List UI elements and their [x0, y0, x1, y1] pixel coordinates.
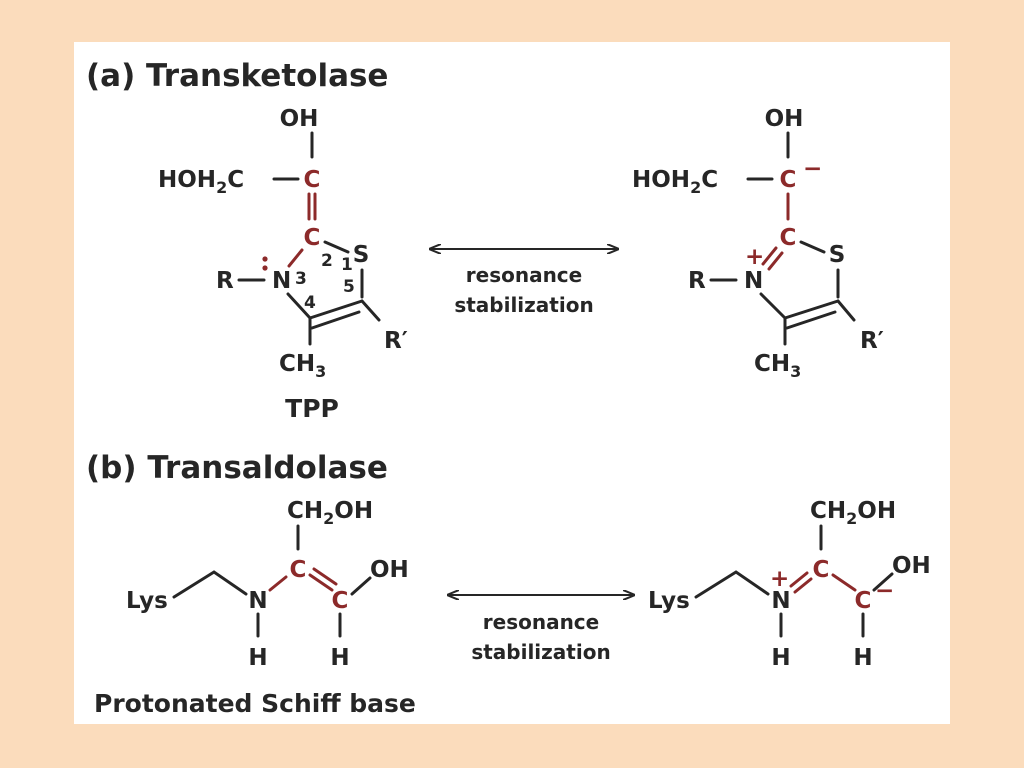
bond-c4-c5	[308, 299, 364, 320]
panel-b: (b) Transaldolase CH2OH C C OH H N H Lys…	[86, 450, 931, 718]
ring-number-1: 1	[341, 255, 353, 275]
hydroxymethyl-label: HOH2C	[158, 167, 244, 197]
ring-number-5: 5	[343, 277, 355, 297]
tpp-structure-right: OH HOH2C C − C S + N R R′ CH3	[632, 106, 884, 381]
nitrogen-label-right: N	[744, 268, 763, 294]
bond-c4-c5-double	[310, 310, 361, 330]
double-bond-cn-2	[793, 577, 813, 594]
arrow-b-text-line1: resonance	[483, 610, 599, 634]
schiff-base-caption: Protonated Schiff base	[94, 689, 416, 718]
enol-carbon-label: C	[332, 588, 349, 614]
single-bond-cc-right	[831, 573, 857, 592]
carbon-c2-label: C	[304, 225, 321, 251]
schiff-base-left: CH2OH C C OH H N H Lys Protonated Schiff…	[94, 498, 416, 718]
lysine-label-right: Lys	[648, 588, 690, 614]
hydroxymethyl-label-b-right: CH2OH	[810, 498, 896, 528]
panel-a: (a) Transketolase OH HOH2C C C S N 3 2 1…	[86, 58, 884, 423]
bond-c2-s-right	[799, 240, 826, 254]
enol-hydroxyl-label: OH	[370, 557, 409, 583]
ring-number-4: 4	[304, 293, 316, 313]
lone-pair-dot-upper	[262, 256, 268, 262]
sulfur-label-right: S	[829, 242, 846, 268]
methyl-label-right: CH3	[754, 351, 801, 381]
double-bond-c2-n-2	[767, 251, 784, 271]
imine-carbon-label-right: C	[813, 557, 830, 583]
hydroxymethyl-label-right: HOH2C	[632, 167, 718, 197]
imine-nitrogen-label: N	[248, 588, 267, 614]
nitrogen-hydrogen-label-right: H	[771, 645, 790, 671]
carbanion-minus: −	[803, 156, 822, 182]
r-prime-label-right: R′	[860, 328, 884, 354]
bond-c-oh-b-right	[872, 572, 894, 592]
bond-c5-rprime-right	[836, 299, 856, 322]
tpp-caption: TPP	[285, 394, 339, 423]
arrow-b-text-line2: stabilization	[471, 640, 610, 664]
hydroxymethyl-label-b: CH2OH	[287, 498, 373, 528]
sulfur-label: S	[353, 242, 370, 268]
mechanism-figure: (a) Transketolase OH HOH2C C C S N 3 2 1…	[86, 58, 931, 718]
lysine-chain-bond-right	[694, 570, 770, 599]
iminium-nitrogen-label: N	[771, 588, 790, 614]
r-group-label-right: R	[688, 268, 706, 294]
methyl-label: CH3	[279, 351, 326, 381]
ring-number-2: 2	[321, 251, 333, 271]
bond-c5-rprime	[360, 299, 381, 322]
ring-number-3: 3	[295, 269, 307, 289]
double-bond-c2-n-1	[761, 246, 778, 266]
carbanion-label-b: C	[855, 588, 872, 614]
figure-panel: (a) Transketolase OH HOH2C C C S N 3 2 1…	[74, 42, 950, 724]
nitrogen-hydrogen-label: H	[248, 645, 267, 671]
r-prime-label: R′	[384, 328, 408, 354]
double-bond-cc-2	[312, 567, 338, 586]
resonance-arrow-b: resonance stabilization	[448, 595, 634, 664]
double-bond-cc-1	[308, 573, 334, 592]
enol-hydroxyl-label-right: OH	[892, 553, 931, 579]
panel-b-heading: (b) Transaldolase	[86, 450, 388, 486]
imine-carbon-label: C	[290, 557, 307, 583]
enol-hydrogen-label: H	[330, 645, 349, 671]
bond-c-n-b	[268, 575, 288, 592]
panel-a-heading: (a) Transketolase	[86, 58, 388, 94]
tpp-structure-left: OH HOH2C C C S N 3 2 1 4 5 R R	[158, 106, 408, 423]
r-group-label: R	[216, 268, 234, 294]
bond-c4-c5-double-right	[785, 310, 837, 330]
bond-c2-s	[323, 240, 350, 254]
carbon-alpha-label: C	[304, 167, 321, 193]
iminium-plus-b: +	[770, 566, 789, 592]
bond-c4-c5-right	[783, 299, 840, 320]
hydroxyl-label: OH	[280, 106, 319, 132]
schiff-base-right: CH2OH C C − OH H + N H Lys	[648, 498, 931, 671]
lone-pair-dot-lower	[262, 265, 268, 271]
resonance-arrow-a: resonance stabilization	[430, 249, 618, 317]
hydroxyl-label-right: OH	[765, 106, 804, 132]
arrow-a-text-line1: resonance	[466, 263, 582, 287]
carbon-c2-label-right: C	[780, 225, 797, 251]
nitrogen-label: N	[272, 268, 291, 294]
carbanion-hydrogen-label: H	[853, 645, 872, 671]
bond-n-c4-right	[759, 292, 787, 320]
double-bond-cn-1	[789, 571, 809, 588]
iminium-plus: +	[745, 244, 764, 270]
carbanion-label: C	[780, 167, 797, 193]
bond-c2-n	[287, 248, 304, 268]
bond-c-oh-b	[350, 576, 372, 596]
lysine-label: Lys	[126, 588, 168, 614]
lysine-chain-bond	[172, 570, 248, 599]
arrow-a-text-line2: stabilization	[454, 293, 593, 317]
bond-n-c4	[286, 292, 312, 320]
